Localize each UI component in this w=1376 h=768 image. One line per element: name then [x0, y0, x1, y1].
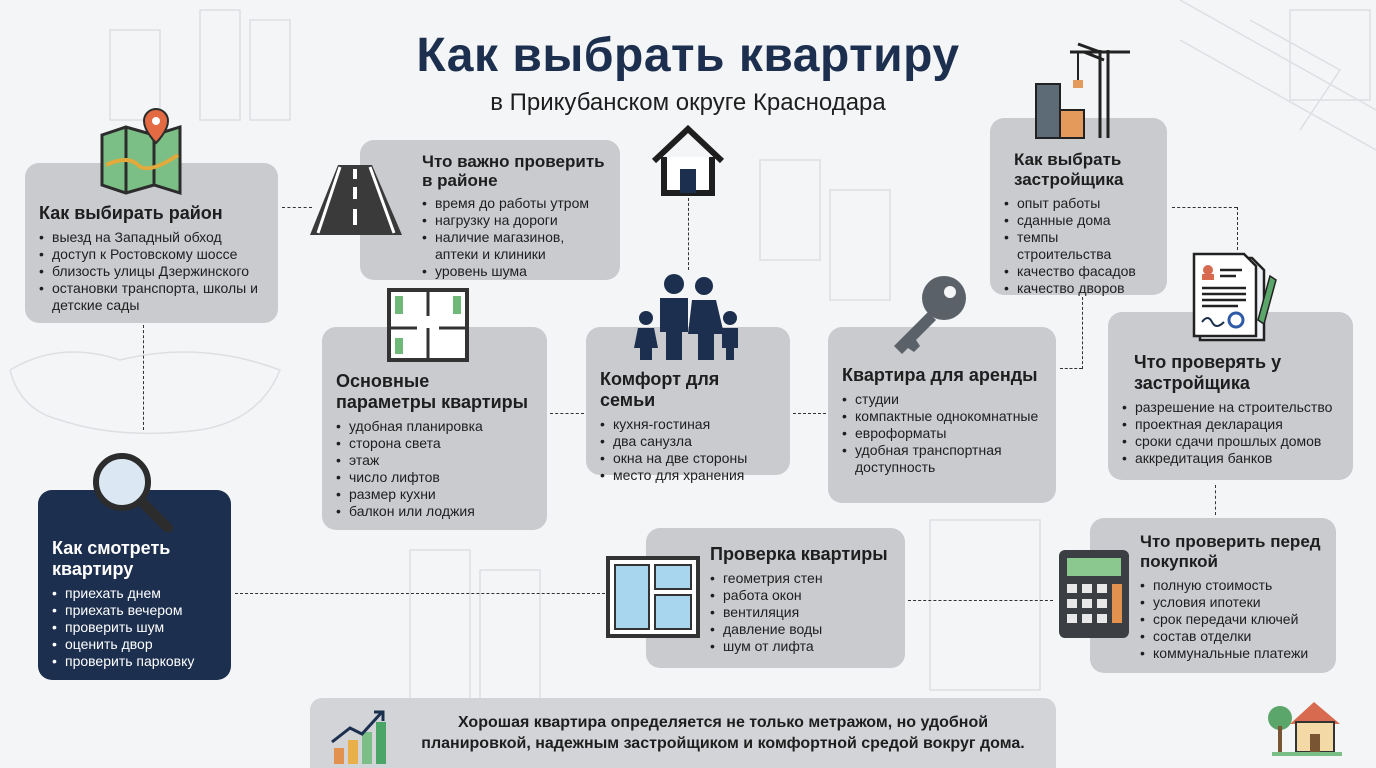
- list-item: сторона света: [336, 435, 533, 452]
- list-item: уровень шума: [422, 263, 606, 280]
- list-item: удобная транспортная доступность: [842, 442, 1042, 476]
- window-icon: [606, 556, 700, 638]
- list-item: коммунальные платежи: [1140, 645, 1322, 662]
- list-item: проверить парковку: [52, 653, 217, 670]
- list-item: выезд на Западный обход: [39, 229, 264, 246]
- key-icon: [894, 276, 966, 354]
- list-item: проверить шум: [52, 619, 217, 636]
- house-icon: [651, 125, 725, 196]
- list-item: опыт работы: [1004, 195, 1153, 212]
- connector: [1215, 485, 1216, 515]
- road-icon: [310, 165, 402, 235]
- card-rent: Квартира для аренды студиикомпактные одн…: [828, 327, 1056, 503]
- list-item: этаж: [336, 452, 533, 469]
- connector: [1172, 207, 1237, 208]
- list-item: давление воды: [710, 621, 891, 638]
- card-district: Как выбирать район выезд на Западный обх…: [25, 163, 278, 323]
- list-item: время до работы утром: [422, 195, 606, 212]
- home-tree-icon: [1268, 702, 1342, 756]
- map-pin-icon: [100, 107, 182, 196]
- list-item: сданные дома: [1004, 212, 1153, 229]
- calculator-icon: [1059, 550, 1129, 638]
- card-developer: Как выбрать застройщика опыт работысданн…: [990, 118, 1167, 297]
- list-item: качество фасадов: [1004, 263, 1153, 280]
- list-item: оценить двор: [52, 636, 217, 653]
- list-item: аккредитация банков: [1122, 450, 1339, 467]
- card-title: Как выбрать застройщика: [1014, 150, 1124, 189]
- connector: [282, 207, 312, 208]
- footer-note: Хорошая квартира определяется не только …: [310, 698, 1056, 768]
- list-item: студии: [842, 391, 1042, 408]
- list-item: разрешение на строительство: [1122, 399, 1339, 416]
- list-item: условия ипотеки: [1140, 594, 1322, 611]
- connector: [908, 600, 1053, 601]
- crane-icon: [1035, 42, 1130, 139]
- footer-text: Хорошая квартира определяется не только …: [421, 714, 1025, 752]
- card-viewing: Как смотреть квартиру приехать днемприех…: [38, 490, 231, 680]
- list-item: кухня-гостиная: [600, 416, 776, 433]
- list-item: состав отделки: [1140, 628, 1322, 645]
- card-title: Что проверять у застройщика: [1134, 352, 1282, 393]
- list-item: шум от лифта: [710, 638, 891, 655]
- list-item: компактные однокомнатные: [842, 408, 1042, 425]
- list-item: близость улицы Дзержинского: [39, 263, 264, 280]
- card-title: Что проверить перед покупкой: [1140, 532, 1321, 571]
- list-item: остановки транспорта, школы и детские са…: [39, 280, 264, 314]
- document-icon: [1192, 252, 1277, 342]
- list-item: полную стоимость: [1140, 577, 1322, 594]
- connector: [550, 413, 584, 414]
- list-item: наличие магазинов, аптеки и клиники: [422, 229, 606, 263]
- card-title: Основные параметры квартиры: [336, 371, 529, 412]
- card-district-check: Что важно проверить в районе время до ра…: [360, 140, 620, 280]
- list-item: геометрия стен: [710, 570, 891, 587]
- list-item: нагрузку на дороги: [422, 212, 606, 229]
- list-item: качество дворов: [1004, 280, 1153, 297]
- list-item: два санузла: [600, 433, 776, 450]
- card-purchase: Что проверить перед покупкой полную стои…: [1090, 518, 1336, 673]
- card-title: Комфорт для семьи: [600, 369, 720, 410]
- connector: [1237, 207, 1238, 250]
- connector: [143, 325, 144, 430]
- list-item: темпы строительства: [1004, 229, 1153, 263]
- list-item: балкон или лоджия: [336, 503, 533, 520]
- connector: [793, 413, 826, 414]
- connector: [1060, 368, 1082, 369]
- card-title: Что важно проверить в районе: [422, 152, 605, 190]
- card-title: Как смотреть квартиру: [52, 538, 171, 579]
- list-item: удобная планировка: [336, 418, 533, 435]
- list-item: размер кухни: [336, 486, 533, 503]
- list-item: доступ к Ростовскому шоссе: [39, 246, 264, 263]
- list-item: число лифтов: [336, 469, 533, 486]
- floor-plan-icon: [387, 288, 469, 362]
- list-item: окна на две стороны: [600, 450, 776, 467]
- list-item: приехать вечером: [52, 602, 217, 619]
- list-item: приехать днем: [52, 585, 217, 602]
- card-title: Как выбирать район: [39, 203, 223, 223]
- card-family: Комфорт для семьи кухня-гостинаядва сану…: [586, 327, 790, 484]
- connector: [688, 198, 689, 270]
- card-inspection: Проверка квартиры геометрия стенработа о…: [646, 528, 905, 668]
- list-item: срок передачи ключей: [1140, 611, 1322, 628]
- list-item: работа окон: [710, 587, 891, 604]
- page-title: Как выбрать квартиру: [416, 29, 960, 82]
- card-title: Квартира для аренды: [842, 365, 1038, 385]
- list-item: проектная декларация: [1122, 416, 1339, 433]
- list-item: место для хранения: [600, 467, 776, 484]
- growth-chart-icon: [331, 710, 386, 764]
- card-title: Проверка квартиры: [710, 544, 888, 564]
- magnifier-icon: [93, 453, 173, 532]
- connector: [235, 593, 605, 594]
- family-icon: [634, 274, 738, 360]
- list-item: вентиляция: [710, 604, 891, 621]
- connector: [1082, 297, 1083, 369]
- list-item: евроформаты: [842, 425, 1042, 442]
- list-item: сроки сдачи прошлых домов: [1122, 433, 1339, 450]
- page-subtitle: в Прикубанском округе Краснодара: [490, 89, 886, 116]
